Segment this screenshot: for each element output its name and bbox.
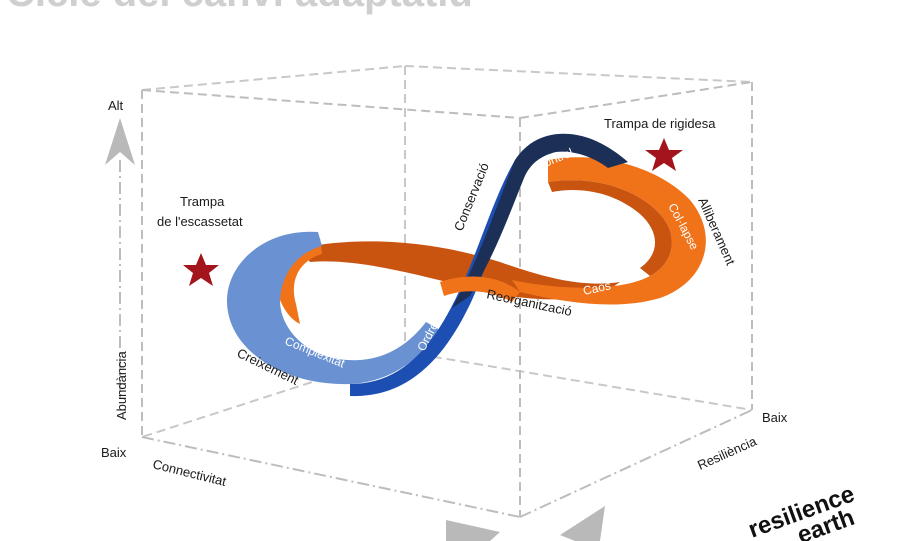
scarcity-trap-label-line2: de l'escassetat xyxy=(157,214,243,229)
axis-vertical-low-label: Baix xyxy=(101,445,127,460)
adaptive-cycle-loop xyxy=(226,133,706,397)
scarcity-trap-label-line1: Trampa xyxy=(180,194,225,209)
blue-left-lobe xyxy=(226,231,440,385)
rigidity-trap-star-icon xyxy=(645,138,683,171)
orange-right-inner xyxy=(548,180,672,276)
page-title: Cicle del canvi adaptatiu xyxy=(6,0,473,15)
abundance-axis-label: Abundància xyxy=(114,351,129,420)
abundance-axis xyxy=(105,118,135,400)
chaos-phase-label: Caos xyxy=(582,278,612,298)
bottom-axis-arrows xyxy=(446,506,605,541)
connectivity-axis-label: Connectivitat xyxy=(151,456,228,489)
orange-front-strip xyxy=(440,276,520,302)
connectivity-arrow-icon xyxy=(446,520,500,541)
scarcity-trap-star-icon xyxy=(183,253,219,286)
axis-depth-low-label: Baix xyxy=(762,410,788,425)
up-arrow-icon xyxy=(105,118,135,165)
orange-right-lobe xyxy=(512,157,706,305)
resilience-arrow-icon xyxy=(560,506,605,541)
rigidity-trap-label: Trampa de rigidesa xyxy=(604,116,716,131)
resilience-axis-label: Resiliència xyxy=(695,433,759,473)
conservation-phase-label: Conservació xyxy=(451,161,492,234)
axis-high-label: Alt xyxy=(108,98,124,113)
resilience-earth-logo: resilience earth xyxy=(745,480,858,541)
